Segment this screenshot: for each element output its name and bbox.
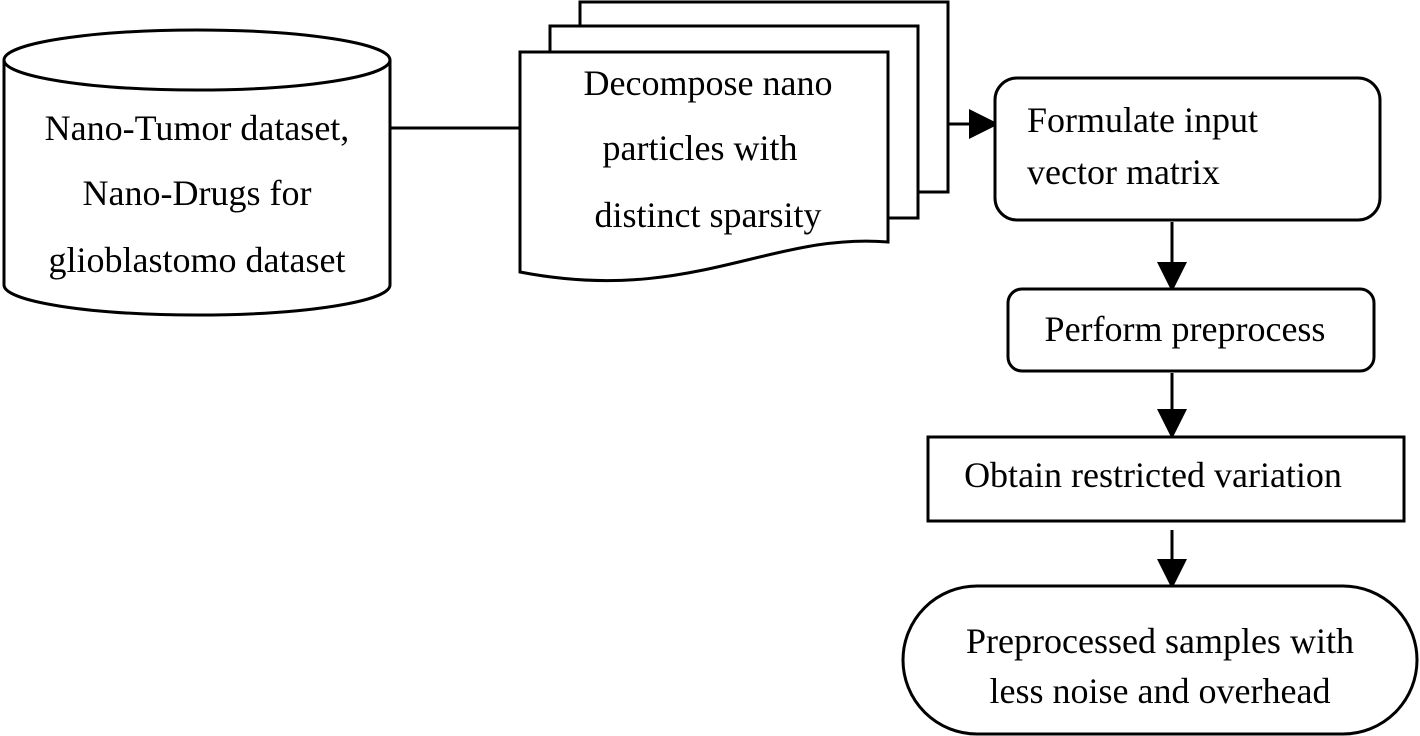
- preprocess-rect: [1006, 287, 1376, 373]
- cylinder-body: [2, 60, 392, 317]
- formulate-label-line2: vector matrix: [1027, 152, 1220, 192]
- restricted-label: Obtain restricted variation: [964, 455, 1342, 495]
- restricted-rect: [926, 435, 1406, 523]
- preprocess-box: Perform preprocess: [1006, 287, 1376, 373]
- formulate-box: Formulate input vector matrix: [993, 76, 1382, 222]
- dataset-label-line1: Nano-Tumor dataset,: [45, 108, 350, 148]
- decompose-label-line3: distinct sparsity: [595, 195, 822, 235]
- dataset-cylinder: Nano-Tumor dataset, Nano-Drugs for gliob…: [2, 28, 392, 317]
- dataset-label-line2: Nano-Drugs for: [83, 173, 312, 213]
- output-stadium: [901, 584, 1419, 736]
- document-front: [518, 50, 890, 283]
- formulate-label-line1: Formulate input: [1027, 100, 1258, 140]
- output-label-line1: Preprocessed samples with: [966, 621, 1354, 661]
- decompose-label-line2: particles with: [603, 128, 798, 168]
- cylinder-top: [2, 28, 392, 92]
- output-label-line2: less noise and overhead: [990, 671, 1331, 711]
- restricted-box: Obtain restricted variation: [926, 435, 1406, 523]
- preprocess-label: Perform preprocess: [1045, 309, 1326, 349]
- dataset-label-line3: glioblastomo dataset: [49, 240, 346, 280]
- output-terminal: Preprocessed samples with less noise and…: [901, 584, 1419, 736]
- decompose-document-stack: Decompose nano particles with distinct s…: [518, 0, 950, 283]
- formulate-rect: [993, 76, 1382, 222]
- decompose-label-line1: Decompose nano: [584, 63, 833, 103]
